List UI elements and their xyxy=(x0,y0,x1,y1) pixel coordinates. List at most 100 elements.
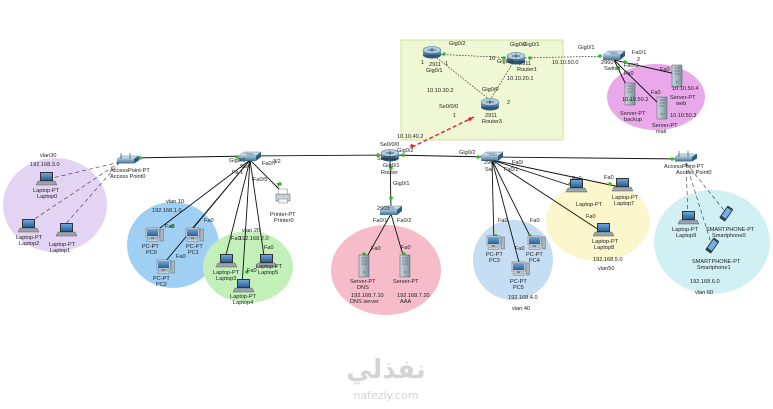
switch-right-port-gig02: Gig0/2 xyxy=(459,150,475,156)
server-dns[interactable] xyxy=(358,254,370,278)
router-center-port-gig01: Gig0/1 xyxy=(383,163,399,169)
router-left-net-1: 1 xyxy=(421,60,424,66)
vlan60-title: vlan 60 xyxy=(695,290,713,296)
switch-farm-port-fa01: Fa0/1 xyxy=(632,50,646,56)
server-web-name: web xyxy=(675,101,686,107)
router-left-port-1: 1 xyxy=(445,61,448,67)
laptop1-name: Laptop1 xyxy=(50,248,70,254)
router-left-port-gig02: Gig0/2 xyxy=(449,41,465,47)
laptop5-name: Laptop5 xyxy=(258,270,278,276)
router-center-port-se001: Se0/0/1 xyxy=(377,156,396,162)
router3[interactable] xyxy=(480,98,500,111)
pc5[interactable] xyxy=(511,261,530,276)
switch-center-port-fa02: Fa0/2 xyxy=(397,218,411,224)
pc4[interactable] xyxy=(527,235,546,250)
laptop8-name: Laptop8 xyxy=(594,245,614,251)
server-web-type: Server-PT xyxy=(670,95,696,101)
watermark-logo: نفذلي nafezly.com xyxy=(346,355,426,402)
pc0-type: PC-PT xyxy=(142,244,159,250)
laptop8-type: Laptop-PT xyxy=(592,239,619,245)
laptop8-port: Fa0 xyxy=(586,214,596,220)
laptop6-type: Laptop-PT xyxy=(576,202,603,208)
vlan60-net: 192.168.6.0 xyxy=(690,279,720,285)
laptop4-type: Laptop-PT xyxy=(230,294,257,300)
laptop7-name: Laptop7 xyxy=(614,201,634,207)
switch-farm-num-2: 2 xyxy=(637,57,640,63)
switch-farm-port-fa03: Fa0/3 xyxy=(624,63,638,69)
pc3-name: PC3 xyxy=(489,258,500,264)
server-backup-name: backup xyxy=(624,117,642,123)
laptop2-name: Laptop2 xyxy=(19,241,39,247)
router1-name: Router1 xyxy=(517,67,537,73)
server-mail-port: Fa0 xyxy=(651,90,661,96)
vlan20-zone xyxy=(203,231,293,303)
router-left[interactable]: 2911 xyxy=(422,46,442,69)
links xyxy=(29,53,728,287)
pc1-port: Fa0 xyxy=(204,218,214,224)
laptop9-type: Laptop-PT xyxy=(672,227,699,233)
switch-center-port-fa01: Fa0/1 xyxy=(373,218,387,224)
switch-left-num-3: 3 xyxy=(276,183,279,189)
pc2-name: PC2 xyxy=(156,282,167,288)
router-left-port-gig01: Gig0/1 xyxy=(426,68,442,74)
laptop4-name: Laptop4 xyxy=(233,300,253,306)
pc0[interactable] xyxy=(145,227,164,242)
laptop2-type: Laptop-PT xyxy=(16,235,43,241)
laptop0-name: Laptop0 xyxy=(37,194,57,200)
router1-port-10: 10 xyxy=(489,56,495,62)
switch-farm-model: 2960 xyxy=(601,60,613,66)
smartphone1-name: Smartphone1 xyxy=(697,265,731,271)
ap-right-name: Access Point0 xyxy=(676,170,711,176)
vlan40-title: vlan 40 xyxy=(512,306,530,312)
vlan50-zone xyxy=(546,181,650,261)
pc1-type: PC-PT xyxy=(186,244,203,250)
router3-name: Router3 xyxy=(482,119,502,125)
printer0[interactable] xyxy=(275,188,291,204)
server-backup-type: Server-PT xyxy=(620,111,646,117)
laptop3-type: Laptop-PT xyxy=(213,270,240,276)
pc3-port: Fa0 xyxy=(498,218,508,224)
laptop7-port: Fa0 xyxy=(604,175,614,181)
pc1[interactable] xyxy=(185,227,204,242)
network-10-10-50-0: 10.10.50.0 xyxy=(552,60,578,66)
server-aaa[interactable] xyxy=(399,254,411,278)
laptop4-port: Fa0 xyxy=(247,268,257,274)
vlan10-net: 192.168.1.0 xyxy=(152,208,182,214)
laptop0-type: Laptop-PT xyxy=(33,188,60,194)
printer0-name: Printer0 xyxy=(274,218,294,224)
server-dns-port: Fa0 xyxy=(371,246,381,252)
server-web[interactable] xyxy=(671,64,683,88)
switch-farm-port-gig01: Gig0/1 xyxy=(578,45,594,51)
switch-left-port-fa07: Fa0/7 xyxy=(262,161,276,167)
switch-right-model: 2960 xyxy=(484,160,496,166)
access-point-right[interactable] xyxy=(674,150,698,162)
network-10-10-30-2: 10.10.30.2 xyxy=(427,88,453,94)
server-backup-ip: 10.10.50.2 xyxy=(622,97,648,103)
switch-right-name: Sw xyxy=(485,167,494,173)
server-dns-name: DNS xyxy=(357,285,369,291)
pc0-port: Fa0 xyxy=(165,224,175,230)
server-web-port: Fa0 xyxy=(660,67,670,73)
pc2[interactable] xyxy=(156,259,175,274)
router3-model: 2911 xyxy=(485,113,497,119)
switch-server-farm[interactable] xyxy=(602,50,626,61)
server-mail[interactable] xyxy=(656,96,668,120)
pc3[interactable] xyxy=(486,235,505,250)
router1-model: 2911 xyxy=(519,61,531,67)
switch-right-port-fa0: Fa0/ xyxy=(512,160,524,166)
smartphone0-type: SMARTPHONE-PT xyxy=(706,227,755,233)
access-point-left[interactable] xyxy=(116,152,140,164)
server-web-ip: 10.10.50.4 xyxy=(672,86,698,92)
router1-port-gig01: Gig0/1 xyxy=(523,42,539,48)
pc0-name: PC0 xyxy=(146,250,157,256)
laptop3-port: Fa0 xyxy=(231,236,241,242)
server-dns-type: Server-PT xyxy=(350,279,376,285)
server-aaa-type: Server-PT xyxy=(393,279,419,285)
ap-right-type: AccessPoint-PT xyxy=(664,164,704,170)
server-aaa-ip: 192.168.7.20 xyxy=(397,293,430,299)
pc4-name: PC4 xyxy=(529,258,540,264)
printer0-type: Printer-PT xyxy=(270,212,296,218)
vlan20-net: 192.168.2.0 xyxy=(239,236,269,242)
laptop3-name: Laptop3 xyxy=(216,276,236,282)
